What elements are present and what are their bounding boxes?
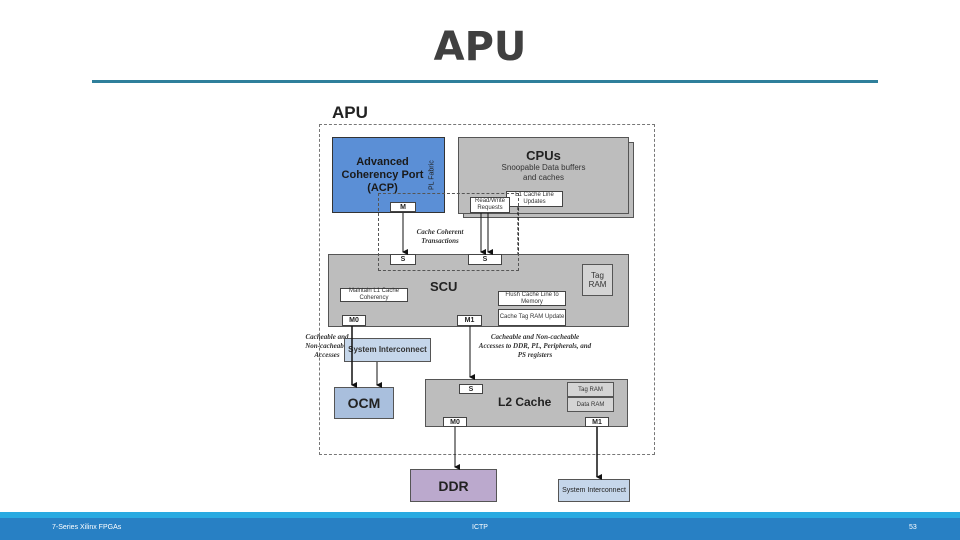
coherent-region-outline	[378, 193, 519, 271]
l2-master-port-m0: M0	[443, 417, 467, 427]
acp-master-port: M	[390, 202, 416, 212]
scu-master-port-m0: M0	[342, 315, 366, 326]
footer-bar	[0, 518, 960, 540]
right-access-label: Cacheable and Non-cacheable Accesses to …	[478, 333, 592, 359]
apu-boundary	[319, 124, 655, 455]
scu-master-port-m1: M1	[457, 315, 482, 326]
l2-master-port-m1: M1	[585, 417, 609, 427]
acp-title-line: Coherency Port	[341, 168, 424, 181]
apu-label: APU	[332, 103, 368, 122]
cpu-subtitle: Snoopable Data buffers and caches	[501, 163, 586, 182]
title-underline	[92, 80, 878, 83]
footer-course-title: 7-Series Xilinx FPGAs	[52, 524, 122, 531]
read-write-requests-label: Read/Write Requests	[470, 197, 510, 213]
system-interconnect-top: System Interconnect	[344, 338, 431, 362]
flush-cache-line-label: Flush Cache Line to Memory	[498, 291, 566, 306]
maintain-l1-coherency-label: Maintain L1 Cache Coherency	[340, 288, 408, 302]
pl-fabric-label: PL Fabric	[428, 160, 436, 190]
acp-title-line: (ACP)	[367, 181, 398, 194]
footer-accent-strip	[0, 512, 960, 518]
cpu-title: CPUs	[526, 148, 561, 163]
cache-coherent-transactions-label: Cache Coherent Transactions	[416, 228, 464, 245]
l2-data-ram: Data RAM	[567, 397, 614, 412]
l2-slave-port: S	[459, 384, 483, 394]
footer-organization: ICTP	[472, 524, 488, 531]
acp-block: Advanced Coherency Port (ACP)	[332, 137, 445, 213]
left-access-label: Cacheable and Non-cacheable Accesses	[305, 333, 349, 359]
system-interconnect-bottom: System Interconnect	[558, 479, 630, 502]
scu-title: SCU	[430, 279, 458, 294]
page-number: 53	[909, 524, 917, 531]
slide-title: APU	[433, 24, 527, 70]
ocm-block: OCM	[334, 387, 394, 419]
l2-tag-ram: Tag RAM	[567, 382, 614, 397]
acp-title-line: Advanced	[356, 155, 409, 168]
scu-tag-ram: Tag RAM	[582, 264, 613, 296]
ddr-block: DDR	[410, 469, 497, 502]
cache-tag-ram-update-label: Cache Tag RAM Update	[498, 309, 566, 326]
l2-cache-title: L2 Cache	[498, 395, 552, 409]
